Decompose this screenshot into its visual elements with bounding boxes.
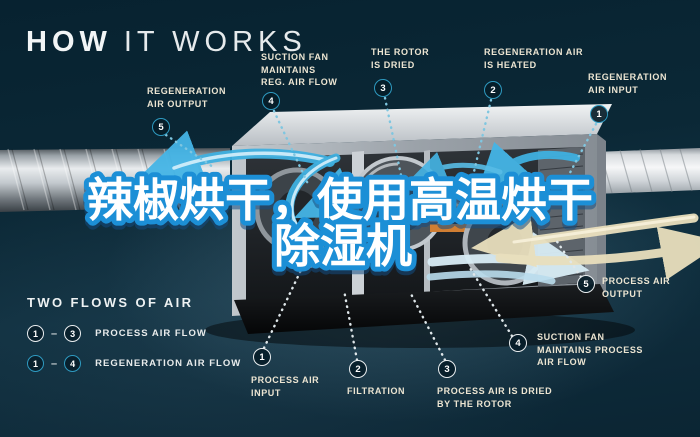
process-step-5-badge: 5 [577, 275, 595, 293]
machine-base [234, 284, 614, 334]
regeneration-leader-lines [164, 96, 598, 220]
legend-circle-end: 3 [64, 325, 82, 342]
legend-circle-start: 1 [27, 355, 44, 372]
regeneration-step-4-badge: 4 [262, 92, 280, 110]
regeneration-step-3-label: THE ROTOR IS DRIED [371, 47, 430, 70]
page-title: HOW IT WORKS [26, 26, 307, 59]
badge-number: 1 [259, 351, 265, 363]
legend-heading: TWO FLOWS OF AIR [27, 295, 194, 310]
process-step-3-badge: 3 [438, 360, 456, 378]
badge-number: 5 [158, 121, 164, 133]
process-step-4-badge: 4 [509, 334, 527, 352]
overlay-line2: 除湿机 [274, 220, 412, 272]
badge-number: 1 [596, 108, 602, 120]
right-duct [594, 148, 700, 194]
badge-number: 4 [515, 337, 521, 349]
page-title-light: IT WORKS [123, 26, 307, 58]
process-step-3-label: PROCESS AIR IS DRIED BY THE ROTOR [437, 386, 553, 409]
process-step-2-label: FILTRATION [347, 386, 406, 396]
badge-number: 4 [268, 95, 274, 107]
process-step-2-badge: 2 [349, 360, 367, 378]
legend-circle-number: 4 [70, 358, 76, 369]
process-step-5-label: PROCESS AIR OUTPUT [602, 276, 671, 299]
process-step-1-label: PROCESS AIR INPUT [251, 375, 320, 398]
legend-circle-start: 1 [27, 325, 44, 342]
legend-circle-end: 4 [64, 355, 82, 372]
legend-row-process: 1 – 3 PROCESS AIR FLOW [27, 325, 207, 342]
process-flow-arrows [471, 213, 700, 280]
badge-number: 5 [583, 278, 589, 290]
overlay-line1: 辣椒烘干，使用高温烘干 [87, 174, 593, 226]
legend-row-regeneration: 1 – 4 REGENERATION AIR FLOW [27, 355, 241, 372]
regeneration-step-4-label: SUCTION FAN MAINTAINS REG. AIR FLOW [261, 52, 338, 88]
regeneration-step-5-label: REGENERATION AIR OUTPUT [147, 86, 227, 109]
legend-circle-number: 1 [32, 328, 38, 339]
legend-label-process: PROCESS AIR FLOW [95, 328, 207, 339]
regeneration-step-5-badge: 5 [152, 118, 170, 136]
regeneration-step-2-badge: 2 [484, 81, 502, 99]
legend-circle-number: 3 [70, 328, 76, 339]
badge-number: 3 [444, 363, 450, 375]
machine-top-face [232, 104, 612, 146]
process-leader-lines [262, 238, 583, 362]
regeneration-flow-arrows [132, 130, 580, 246]
legend-circle-number: 1 [32, 358, 38, 369]
regeneration-step-1-label: REGENERATION AIR INPUT [588, 72, 668, 95]
process-step-1-badge: 1 [253, 348, 271, 366]
badge-number: 2 [355, 363, 361, 375]
regeneration-step-1-badge: 1 [590, 105, 608, 123]
legend-dash: – [51, 357, 58, 370]
legend-label-regeneration: REGENERATION AIR FLOW [95, 358, 242, 369]
process-step-4-label: SUCTION FAN MAINTAINS PROCESS AIR FLOW [537, 332, 644, 368]
regeneration-step-3-badge: 3 [374, 79, 392, 97]
page-title-bold: HOW [26, 26, 112, 58]
legend-dash: – [51, 327, 58, 340]
badge-number: 3 [380, 82, 386, 94]
badge-number: 2 [490, 84, 496, 96]
regeneration-step-2-label: REGENERATION AIR IS HEATED [484, 47, 584, 70]
